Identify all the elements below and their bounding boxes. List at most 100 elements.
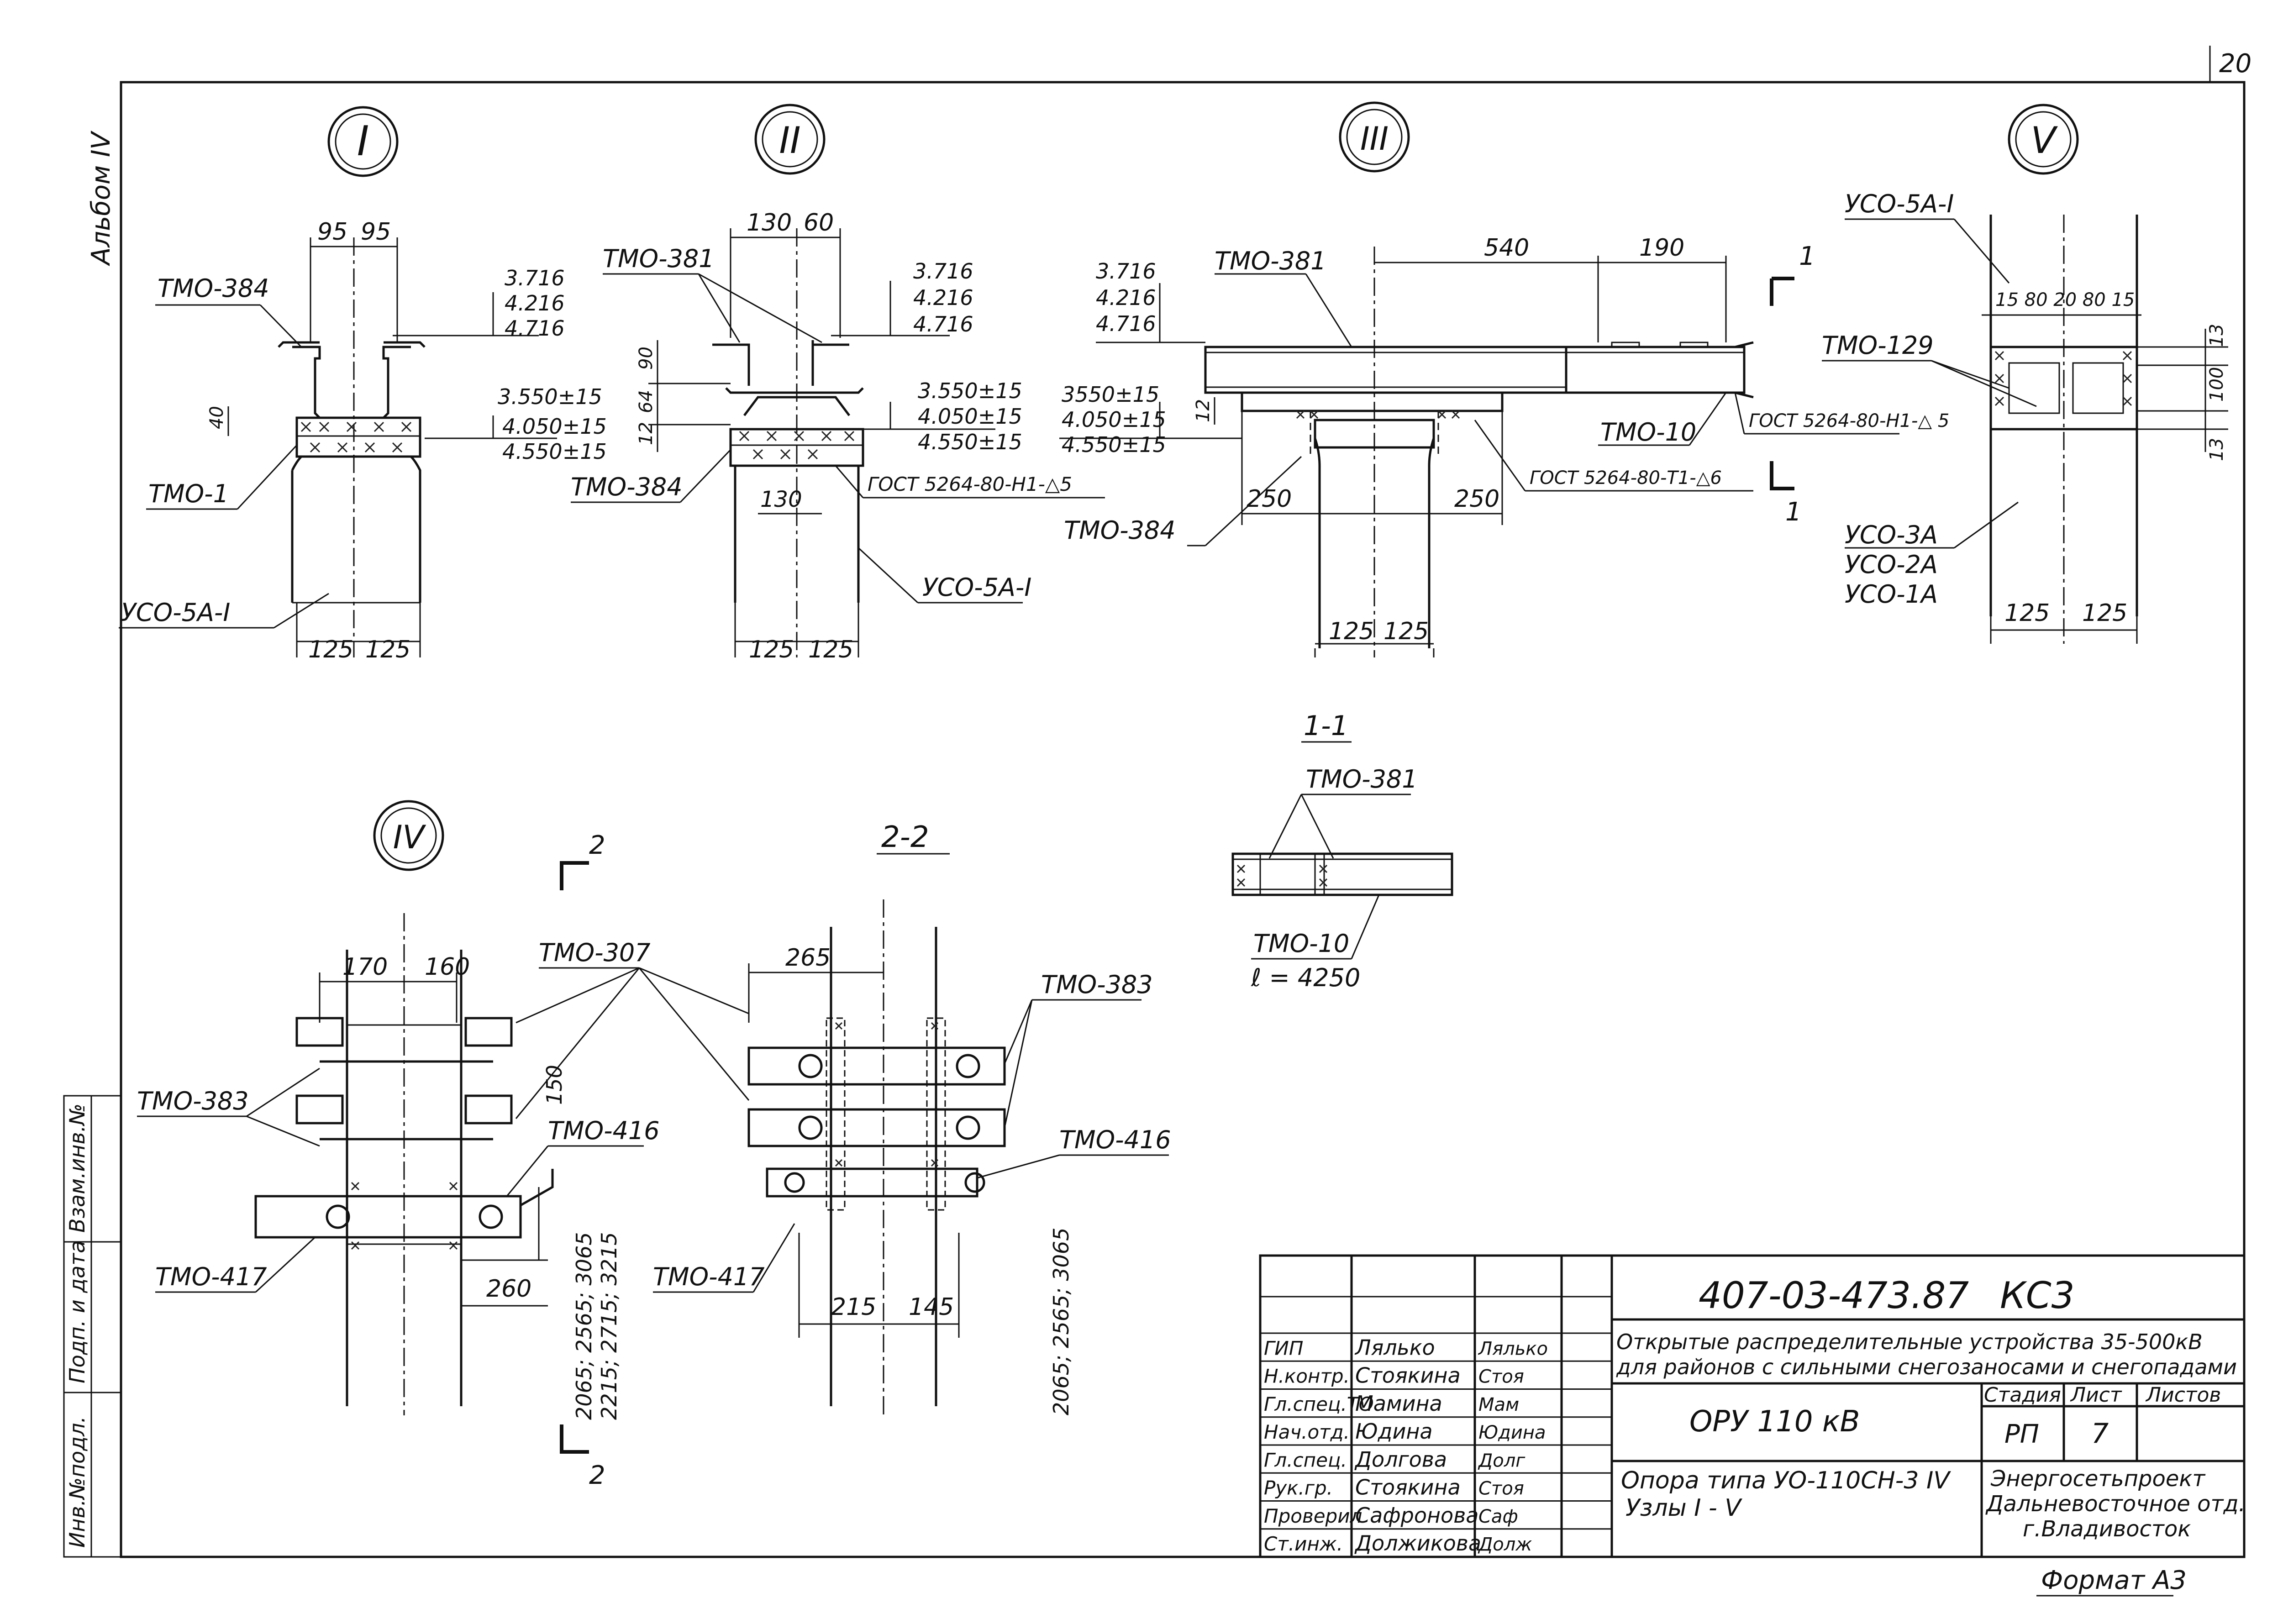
section22-label-tmo383: ТМО-383 xyxy=(1041,970,1153,999)
detail5-label-uso2a: УСО-2А xyxy=(1845,550,1938,579)
album-label: Альбом IV xyxy=(86,131,116,266)
staff-role: ГИП xyxy=(1264,1337,1303,1359)
detail2-dim-bot-right: 125 xyxy=(808,636,853,663)
svg-text:V: V xyxy=(2031,119,2058,162)
detail3-label-tmo10: ТМО-10 xyxy=(1600,418,1696,447)
detail3-level-5: 4.050±15 xyxy=(1062,407,1166,432)
staff-name: Долгова xyxy=(1354,1447,1447,1472)
title-sheet-code: КС3 xyxy=(2000,1274,2075,1317)
detail3-label-tmo384: ТМО-384 xyxy=(1064,516,1176,545)
detail3-dim-bot-left: 125 xyxy=(1329,618,1374,645)
detail3-dim-250-right: 250 xyxy=(1454,485,1499,513)
detail-4: 2 2 170 160 150 260 ТМО-307 ТМО- xyxy=(137,830,750,1490)
detail1-label-uso5a: УСО-5А-I xyxy=(121,598,230,627)
staff-name: Юдина xyxy=(1355,1419,1433,1444)
detail5-dims-row: 15 80 20 80 15 xyxy=(1995,289,2135,310)
detail3-dim-250-left: 250 xyxy=(1247,485,1292,513)
detail2-dim-130: 130 xyxy=(760,487,802,512)
detail-2: 130 60 125 125 3.716 4.216 4.716 3.550±1… xyxy=(571,209,1105,663)
staff-role: Рук.гр. xyxy=(1264,1477,1333,1499)
node-circle-2: II xyxy=(754,104,826,175)
detail3-level-6: 4.550±15 xyxy=(1062,432,1166,457)
sheet-value: 7 xyxy=(2091,1418,2109,1450)
staff-signature: Мам xyxy=(1478,1394,1519,1415)
detail2-height-12: 12 xyxy=(636,422,657,445)
detail2-label-tmo384: ТМО-384 xyxy=(571,473,683,501)
detail1-level-1: 3.716 xyxy=(505,266,565,290)
section22-dim-215: 215 xyxy=(831,1293,876,1321)
title-object: ОРУ 110 кВ xyxy=(1689,1405,1860,1439)
side-stamp-inv-orig: Инв.№подл. xyxy=(65,1416,89,1548)
node-circle-5: V xyxy=(2008,104,2079,175)
detail3-level-4: 3550±15 xyxy=(1062,382,1159,407)
detail2-level-2: 4.216 xyxy=(913,285,973,310)
detail4-label-tmo417: ТМО-417 xyxy=(155,1262,267,1291)
detail1-dim-top-left: 95 xyxy=(317,218,347,246)
detail2-level-3: 4.716 xyxy=(913,312,973,336)
detail3-label-tmo381: ТМО-381 xyxy=(1215,247,1326,275)
title-description-1: Открытые распределительные устройства 35… xyxy=(1616,1330,2203,1354)
detail2-level-5: 4.050±15 xyxy=(918,404,1022,429)
detail4-dim-160: 160 xyxy=(425,953,470,981)
detail2-height-64: 64 xyxy=(636,390,657,413)
detail5-height-13-bot: 13 xyxy=(2206,438,2227,461)
section22-dim-265: 265 xyxy=(785,944,831,972)
staff-signature: Саф xyxy=(1478,1506,1518,1527)
title-block: 407-03-473.87 КС3 Открытые распределител… xyxy=(1259,1254,2246,1558)
detail1-level-6: 4.550±15 xyxy=(502,439,607,464)
detail2-level-4: 3.550±15 xyxy=(918,378,1022,403)
staff-role: Гл.спец. xyxy=(1264,1449,1347,1471)
staff-name: Стоякина xyxy=(1355,1363,1461,1388)
detail5-label-uso5a: УСО-5А-I xyxy=(1845,189,1954,218)
detail2-dim-top-left: 130 xyxy=(747,209,792,237)
staff-signature: Юдина xyxy=(1478,1422,1546,1443)
detail1-level-2: 4.216 xyxy=(505,291,565,315)
title-description-2: для районов с сильными снегозаносами и с… xyxy=(1616,1355,2237,1379)
section-1-1: 1-1 ТМО-381 ТМО-10 ℓ = 4250 xyxy=(1231,710,1453,992)
detail5-height-13-top: 13 xyxy=(2206,324,2227,347)
page-number: 20 xyxy=(2219,49,2251,79)
detail4-vdim-2: 2215; 2715; 3215 xyxy=(597,1232,621,1420)
staff-signature: Лялько xyxy=(1478,1338,1548,1359)
detail4-label-tmo383: ТМО-383 xyxy=(137,1087,249,1115)
staff-role: Проверил xyxy=(1264,1505,1362,1527)
detail2-dim-top-right: 60 xyxy=(804,209,834,237)
section11-label-tmo10: ТМО-10 xyxy=(1253,929,1349,958)
section-2-2: 2-2 265 215 145 ТМО-383 ТМО-416 ТМО-417 … xyxy=(653,820,1171,1415)
title-subject-2: Узлы I - V xyxy=(1625,1494,1742,1522)
staff-role: Нач.отд. xyxy=(1264,1421,1350,1443)
staff-signature: Долж xyxy=(1478,1534,1532,1555)
title-subject-1: Опора типа УО-110СН-3 IV xyxy=(1621,1467,1951,1494)
section11-title: 1-1 xyxy=(1304,710,1348,742)
detail3-section-mark-bot: 1 xyxy=(1785,497,1802,527)
side-stamp-replace-inv: Взам.инв.№ xyxy=(65,1104,89,1233)
detail5-label-tmo129: ТМО-129 xyxy=(1822,331,1934,360)
detail4-label-tmo307: ТМО-307 xyxy=(539,938,651,967)
section22-vdim: 2065; 2565; 3065 xyxy=(1049,1228,1073,1415)
svg-text:IV: IV xyxy=(393,819,426,856)
svg-text:I: I xyxy=(357,117,369,165)
side-stamp-sign-date: Подп. и дата xyxy=(65,1240,89,1383)
title-org-1: Энергосетьпроект xyxy=(1990,1466,2206,1492)
detail4-vdim-1: 2065; 2565; 3065 xyxy=(572,1232,596,1420)
detail4-dim-170: 170 xyxy=(342,953,388,981)
staff-name: Сафронова xyxy=(1355,1503,1479,1528)
detail3-dim-540: 540 xyxy=(1484,234,1529,262)
detail2-label-tmo381: ТМО-381 xyxy=(603,244,715,273)
svg-text:III: III xyxy=(1360,120,1389,158)
detail1-height-40: 40 xyxy=(206,406,227,429)
sheet-frame xyxy=(120,81,2246,1558)
detail5-dim-bot-left: 125 xyxy=(2004,599,2050,627)
staff-name: Должикова xyxy=(1354,1531,1481,1556)
detail2-level-6: 4.550±15 xyxy=(918,430,1022,454)
format-label: Формат А3 xyxy=(2041,1566,2187,1595)
detail-3: 540 190 3.716 4.216 4.716 3550±15 4.050±… xyxy=(1059,234,1949,657)
detail3-section-mark-top: 1 xyxy=(1799,242,1815,271)
detail4-dim-260: 260 xyxy=(486,1275,531,1303)
node-circle-3: III xyxy=(1339,101,1410,173)
detail1-level-3: 4.716 xyxy=(505,316,565,341)
detail5-height-100: 100 xyxy=(2206,367,2227,402)
detail2-weld-gost: ГОСТ 5264-80-Н1-△5 xyxy=(868,473,1072,495)
detail3-height-12: 12 xyxy=(1193,399,1214,422)
